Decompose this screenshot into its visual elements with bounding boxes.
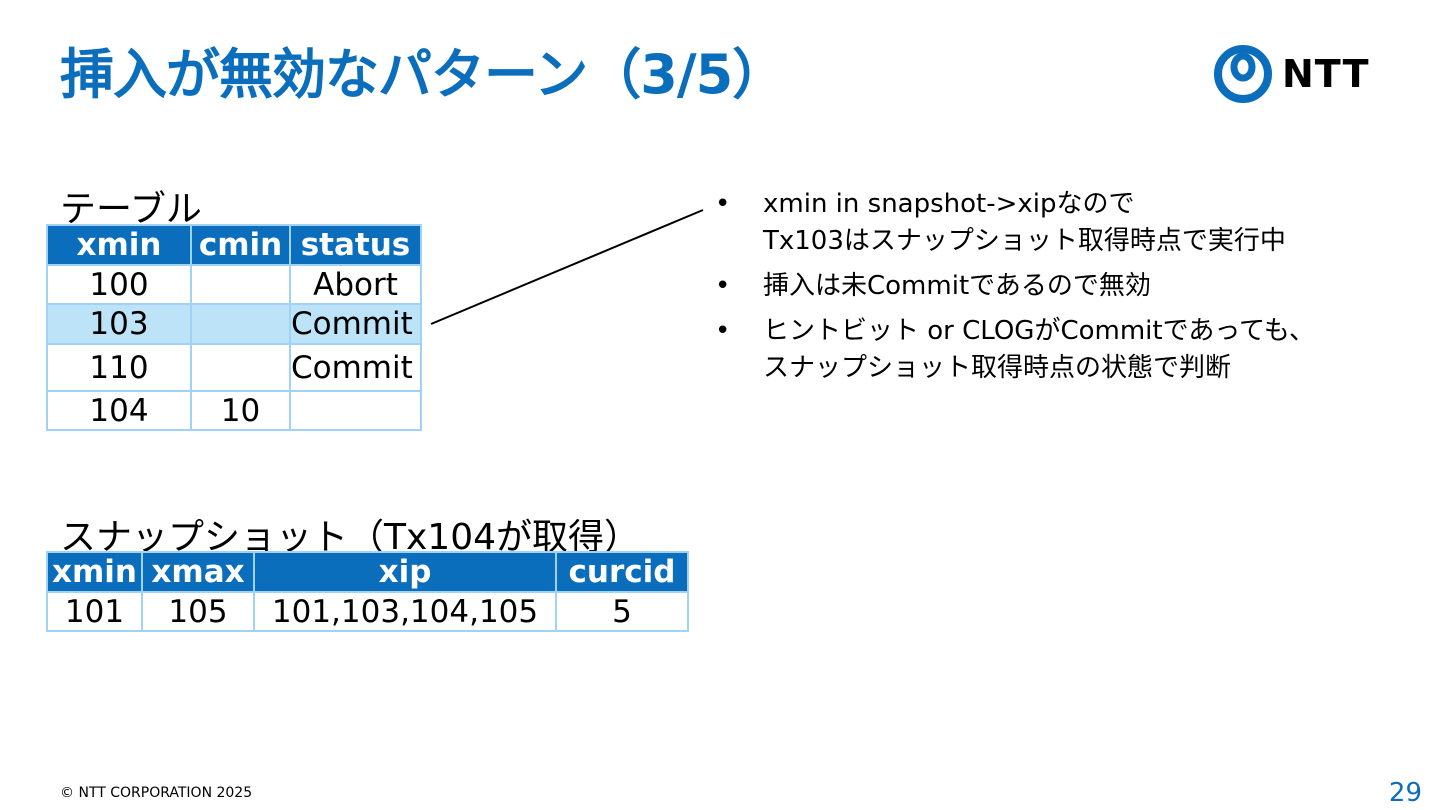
- cell-status: Abort: [289, 264, 422, 305]
- cell-cmin: 10: [190, 390, 291, 431]
- column-header-xmax: xmax: [141, 551, 255, 593]
- cell-cmin: [190, 303, 291, 345]
- table-row: 110 Commit: [46, 343, 422, 392]
- tuple-table: xmin cmin status 100 Abort 103 Commit 11…: [46, 224, 422, 431]
- snapshot-table: xmin xmax xip curcid 101 105 101,103,104…: [46, 551, 689, 632]
- page-number: 29: [1388, 778, 1422, 808]
- column-header-cmin: cmin: [190, 224, 291, 266]
- table-row: 104 10: [46, 390, 422, 431]
- cell-xmin: 100: [46, 264, 192, 305]
- bullet-dot: •: [715, 189, 731, 219]
- table-section-label: テーブル: [60, 189, 202, 230]
- cell-xmin: 101: [46, 591, 143, 632]
- bullet-line: 挿入は未Commitであるので無効: [763, 271, 1151, 301]
- cell-xmin: 104: [46, 390, 192, 431]
- cell-status: [289, 390, 422, 431]
- bullet-dot: •: [715, 271, 731, 301]
- explanation-bullets: • xmin in snapshot->xipなので Tx103はスナップショッ…: [715, 186, 1415, 395]
- table-row: 101 105 101,103,104,105 5: [46, 591, 689, 632]
- column-header-xmin: xmin: [46, 551, 143, 593]
- table-row-highlighted: 103 Commit: [46, 303, 422, 345]
- column-header-xmin: xmin: [46, 224, 192, 266]
- ntt-logo-icon: [1214, 45, 1272, 103]
- cell-status: Commit: [289, 303, 422, 345]
- cell-cmin: [190, 264, 291, 305]
- cell-xmin: 110: [46, 343, 192, 392]
- bullet-line: xmin in snapshot->xipなので: [763, 189, 1135, 219]
- bullet-line: スナップショット取得時点の状態で判断: [763, 353, 1232, 383]
- bullet-item: • 挿入は未Commitであるので無効: [715, 268, 1415, 305]
- cell-xmax: 105: [141, 591, 255, 632]
- cell-xip: 101,103,104,105: [253, 591, 557, 632]
- cell-xmin: 103: [46, 303, 192, 345]
- bullet-item: • xmin in snapshot->xipなので Tx103はスナップショッ…: [715, 186, 1415, 260]
- column-header-status: status: [289, 224, 422, 266]
- slide-title: 挿入が無効なパターン（3/5）: [60, 43, 786, 106]
- column-header-xip: xip: [253, 551, 557, 593]
- table-row: 100 Abort: [46, 264, 422, 305]
- logo-wordmark: NTT: [1282, 52, 1370, 96]
- cell-cmin: [190, 343, 291, 392]
- copyright-footer: © NTT CORPORATION 2025: [60, 785, 253, 801]
- bullet-line: Tx103はスナップショット取得時点で実行中: [763, 226, 1286, 256]
- bullet-line: ヒントビット or CLOGがCommitであっても、: [763, 316, 1315, 346]
- cell-status: Commit: [289, 343, 422, 392]
- cell-curcid: 5: [555, 591, 689, 632]
- bullet-dot: •: [715, 316, 731, 346]
- column-header-curcid: curcid: [555, 551, 689, 593]
- ntt-logo: NTT: [1212, 42, 1372, 106]
- bullet-item: • ヒントビット or CLOGがCommitであっても、 スナップショット取得…: [715, 313, 1415, 387]
